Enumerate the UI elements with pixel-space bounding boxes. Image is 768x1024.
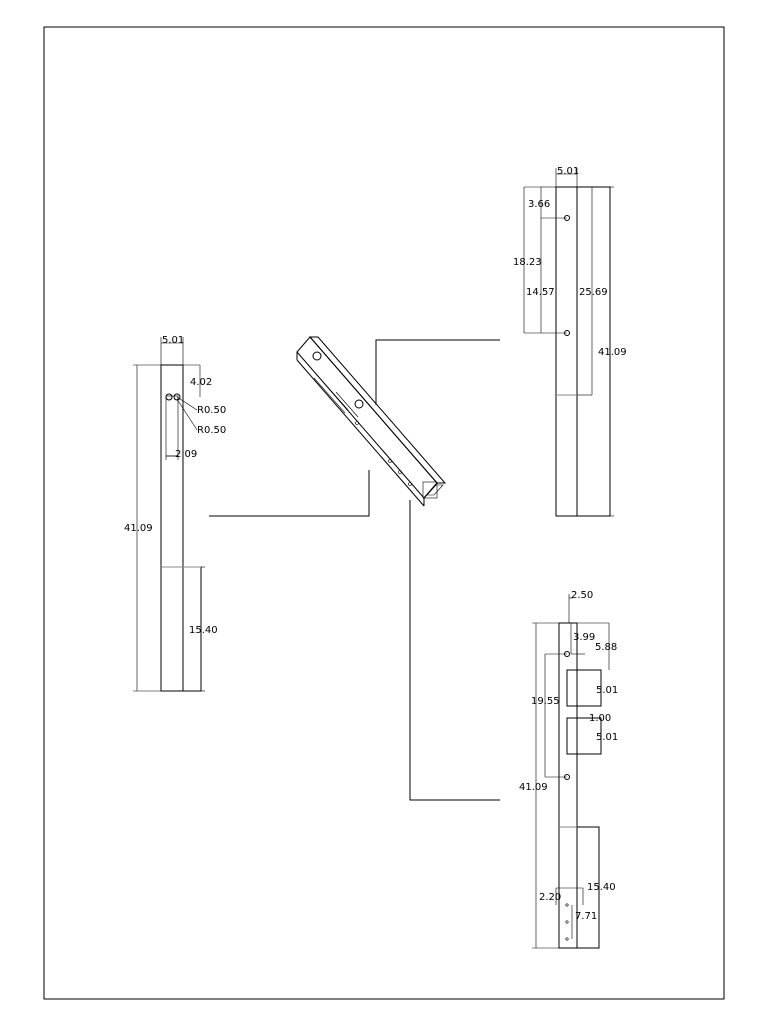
left-dim-width: 5.01 <box>162 335 184 346</box>
bottom-right-view: 2.50 3.99 5.88 5.01 1.00 5.01 19.55 41.0… <box>519 590 618 949</box>
sheet-border <box>43 26 725 1000</box>
left-dim-radius-a: R0.50 <box>197 405 226 416</box>
br-dim-slot-gap: 1.00 <box>589 713 611 724</box>
left-view-outline <box>160 364 184 692</box>
left-dim-hole-offset: 4.02 <box>190 377 212 388</box>
br-dim-slot-b: 5.01 <box>596 732 618 743</box>
left-dim-lower-section: 15.40 <box>189 625 218 636</box>
leader-bottom-right <box>409 500 500 801</box>
br-dim-slot-start: 5.88 <box>595 642 617 653</box>
tr-dim-section-length: 25.69 <box>579 287 608 298</box>
bottom-right-slot-a <box>566 669 602 707</box>
bottom-right-outline <box>558 622 578 949</box>
leader-left <box>209 470 370 517</box>
br-dim-hole-span: 19.55 <box>531 696 560 707</box>
bottom-right-lower-section <box>558 826 600 949</box>
top-right-outline <box>555 186 611 517</box>
tr-dim-width: 5.01 <box>557 166 579 177</box>
left-dim-slot-depth: 2.09 <box>175 449 197 460</box>
left-view: 5.01 4.02 R0.50 R0.50 2.09 41.09 15.40 <box>124 335 226 692</box>
br-dim-overall-length: 41.09 <box>519 782 548 793</box>
br-dim-offset-top: 2.50 <box>571 590 593 601</box>
left-dim-radius-b: R0.50 <box>197 425 226 436</box>
left-view-hole-b <box>173 393 181 401</box>
isometric-part <box>296 336 447 507</box>
br-dim-small-span: 7.71 <box>575 911 597 922</box>
br-dim-slot-a: 5.01 <box>596 685 618 696</box>
left-view-slot <box>165 395 179 457</box>
br-dim-small-offset: 2.20 <box>539 892 561 903</box>
tr-dim-inner-span: 14.57 <box>526 287 555 298</box>
left-dim-overall-length: 41.09 <box>124 523 153 534</box>
left-view-hole-a <box>165 393 173 401</box>
tr-dim-hole-offset: 3.66 <box>528 199 550 210</box>
bottom-right-slot-b <box>566 717 602 755</box>
br-dim-hole-offset: 3.99 <box>573 632 595 643</box>
tr-dim-overall-length: 41.09 <box>598 347 627 358</box>
tr-dim-outer-span: 18.23 <box>513 257 542 268</box>
top-right-view: 5.01 3.66 18.23 14.57 25.69 41.09 <box>513 166 627 517</box>
br-dim-lower-section: 15.40 <box>587 882 616 893</box>
leader-top-right <box>375 339 500 405</box>
